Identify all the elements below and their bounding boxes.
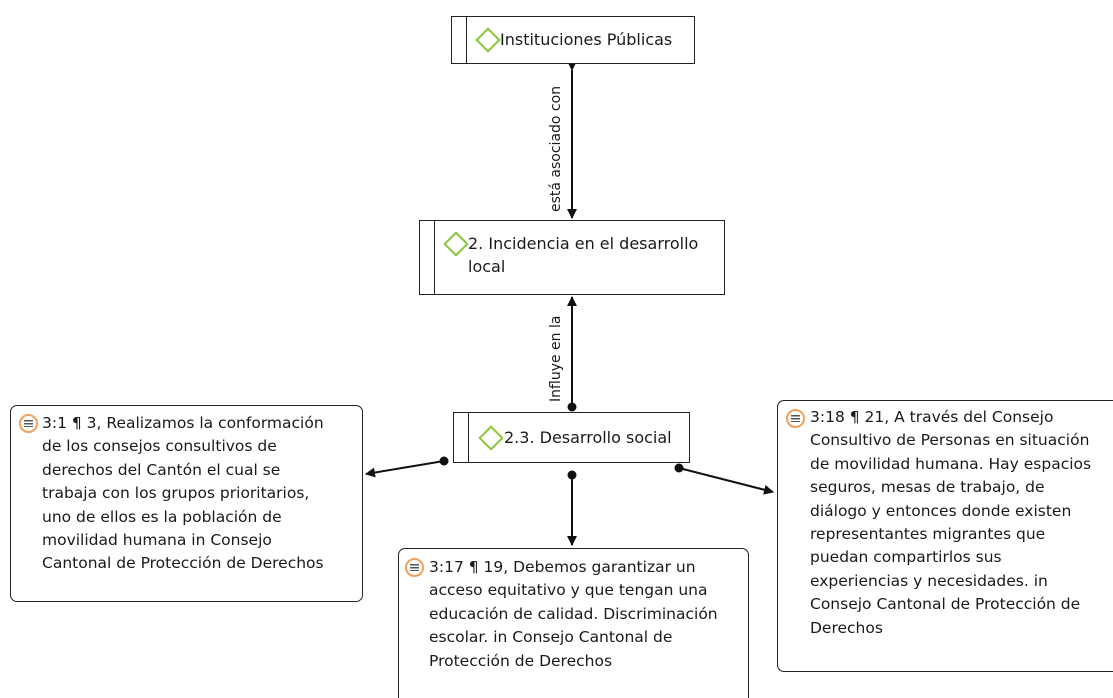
quote-node-3-18[interactable]: 3:18 ¶ 21, A través del Consejo Consulti… <box>777 400 1113 672</box>
link-q3-17-origin <box>567 470 577 480</box>
relation-label-asociado: está asociado con <box>548 86 564 212</box>
code-label: 2.3. Desarrollo social <box>504 428 672 447</box>
relation-label-influye: Influye en la <box>548 316 564 402</box>
quotation-icon <box>19 414 38 433</box>
link-q3-1-origin <box>439 456 449 466</box>
quote-node-3-1[interactable]: 3:1 ¶ 3, Realizamos la conformación de l… <box>10 405 363 602</box>
link-influye-origin <box>567 402 577 412</box>
quote-text: 3:1 ¶ 3, Realizamos la conformación de l… <box>42 414 324 573</box>
diamond-code-icon <box>475 27 501 53</box>
quote-text: 3:17 ¶ 19, Debemos garantizar un acceso … <box>429 558 718 670</box>
link-q3-18 <box>678 467 774 495</box>
link-q3-1 <box>365 460 445 478</box>
diamond-code-icon <box>443 231 469 257</box>
code-node-instituciones[interactable]: Instituciones Públicas <box>451 16 695 64</box>
diamond-code-icon <box>478 425 504 451</box>
quote-text: 3:18 ¶ 21, A través del Consejo Consulti… <box>810 408 1092 637</box>
quotation-icon <box>786 409 805 428</box>
code-node-desarrollo-social[interactable]: 2.3. Desarrollo social <box>453 412 690 463</box>
code-label: 2. Incidencia en el desarrollo local <box>468 234 699 276</box>
link-q3-18-origin <box>674 463 684 473</box>
code-node-incidencia[interactable]: 2. Incidencia en el desarrollo local <box>419 220 725 295</box>
quote-node-3-17[interactable]: 3:17 ¶ 19, Debemos garantizar un acceso … <box>398 548 749 698</box>
quotation-icon <box>405 558 424 577</box>
code-label: Instituciones Públicas <box>500 30 673 49</box>
